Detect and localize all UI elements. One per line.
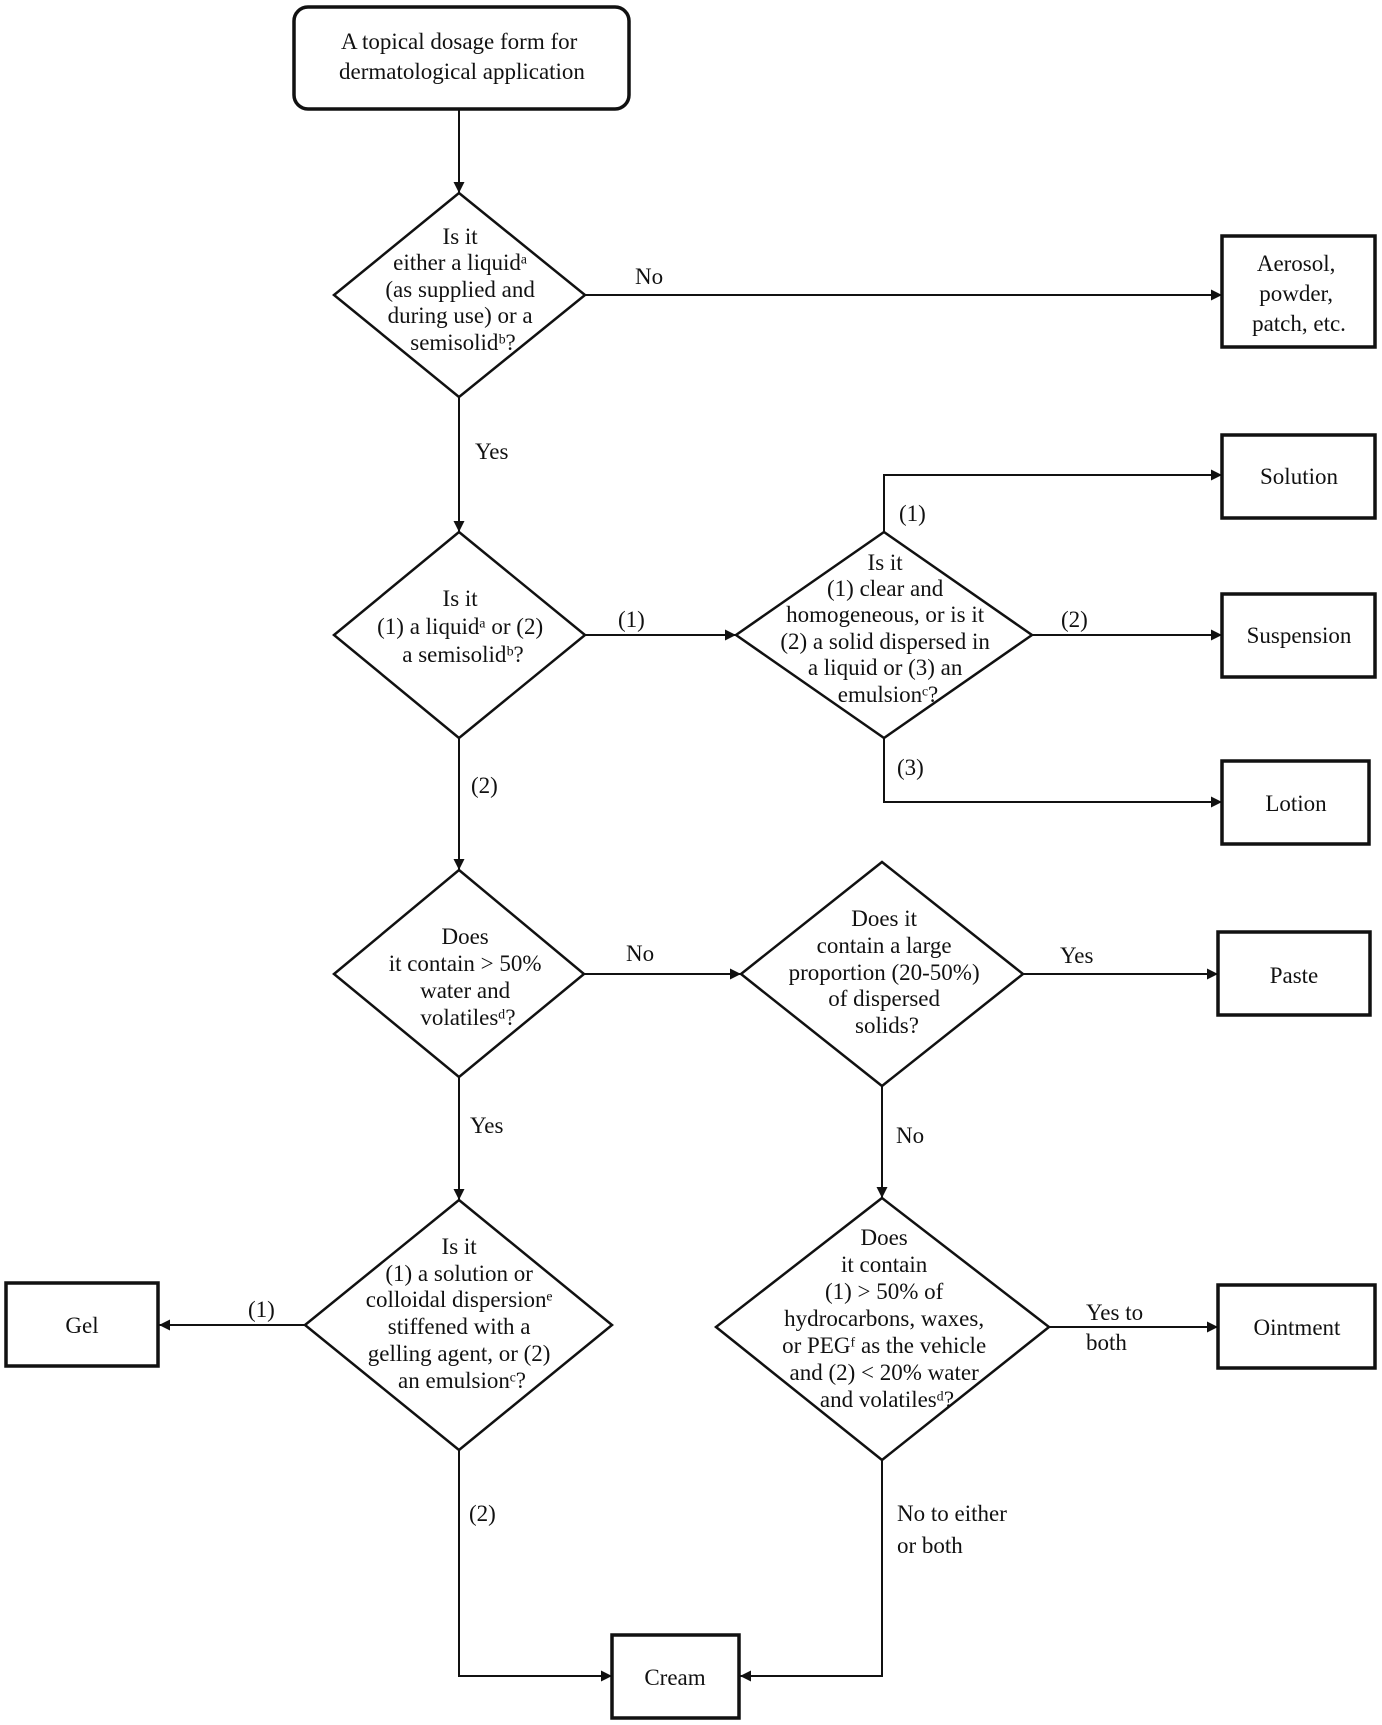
outcome-lotion-text: Lotion: [1265, 791, 1327, 816]
arrow-d6-2-to-cream: [458, 1450, 612, 1682]
outcome-paste: [1216, 930, 1372, 1017]
outcome-ointment-text: Ointment: [1254, 1315, 1341, 1340]
outcome-paste-text: Paste: [1270, 963, 1319, 988]
decision-hydrocarbons-water: [713, 1196, 1052, 1462]
label-d6-1: (1): [248, 1297, 275, 1322]
decision-gel-or-emulsion-text: Is it (1) a solution or colloidal disper…: [366, 1234, 558, 1393]
decision-clear-dispersed-emulsion: [733, 530, 1035, 740]
label-d6-2: (2): [469, 1501, 496, 1526]
start-node-text: A topical dosage form for dermatological…: [339, 29, 585, 84]
label-d3-1: (1): [899, 501, 926, 526]
decision-dispersed-solids: [738, 860, 1026, 1088]
label-d4-yes: Yes: [470, 1113, 504, 1138]
label-d3-3: (3): [897, 755, 924, 780]
label-d7-yes: Yes to both: [1086, 1300, 1149, 1355]
label-d5-no: No: [896, 1123, 924, 1148]
outcome-solution-text: Solution: [1260, 464, 1338, 489]
arrow-d3-3-to-lotion: [883, 738, 1222, 808]
outcome-aerosol: [1220, 234, 1377, 349]
decision-liquid-vs-semisolid-text: Is it (1) a liquidᵃ or (2) a semisolidᵇ?: [377, 586, 549, 667]
outcome-suspension-text: Suspension: [1247, 623, 1352, 648]
label-d2-1: (1): [618, 607, 645, 632]
label-d3-2: (2): [1061, 607, 1088, 632]
label-d1-no: No: [635, 264, 663, 289]
decision-dispersed-solids-text: Does it contain a large proportion (20-5…: [789, 906, 986, 1038]
decision-water-volatiles-text: Does it contain > 50% water and volatile…: [389, 924, 548, 1030]
decision-liquid-or-semisolid: [332, 191, 587, 399]
label-d2-2: (2): [471, 773, 498, 798]
outcome-suspension: [1220, 592, 1377, 679]
outcome-gel-text: Gel: [65, 1313, 98, 1338]
outcome-lotion: [1220, 759, 1371, 846]
decision-clear-dispersed-emulsion-text: Is it (1) clear and homogeneous, or is i…: [780, 550, 995, 707]
arrow-d7-no-to-cream: [740, 1460, 883, 1682]
connectors: [159, 110, 1222, 1682]
decision-liquid-vs-semisolid: [332, 530, 587, 740]
decision-gel-or-emulsion: [303, 1198, 614, 1452]
outcome-ointment: [1216, 1283, 1377, 1370]
label-d1-yes: Yes: [475, 439, 509, 464]
label-d7-no: No to either or both: [897, 1501, 1013, 1558]
outcome-aerosol-text: Aerosol, powder, patch, etc.: [1252, 251, 1346, 336]
decision-water-volatiles: [332, 868, 586, 1079]
outcome-cream: [610, 1633, 741, 1720]
outcome-solution: [1220, 433, 1377, 520]
start-node: [292, 5, 631, 111]
outcome-gel: [4, 1281, 160, 1368]
decision-hydrocarbons-water-text: Does it contain (1) > 50% of hydrocarbon…: [782, 1225, 992, 1412]
outcome-cream-text: Cream: [644, 1665, 705, 1690]
label-d4-no: No: [626, 941, 654, 966]
label-d5-yes: Yes: [1060, 943, 1094, 968]
decision-liquid-or-semisolid-text: Is it either a liquidᵃ (as supplied and …: [385, 224, 540, 355]
arrow-d3-1-to-solution: [883, 469, 1222, 532]
